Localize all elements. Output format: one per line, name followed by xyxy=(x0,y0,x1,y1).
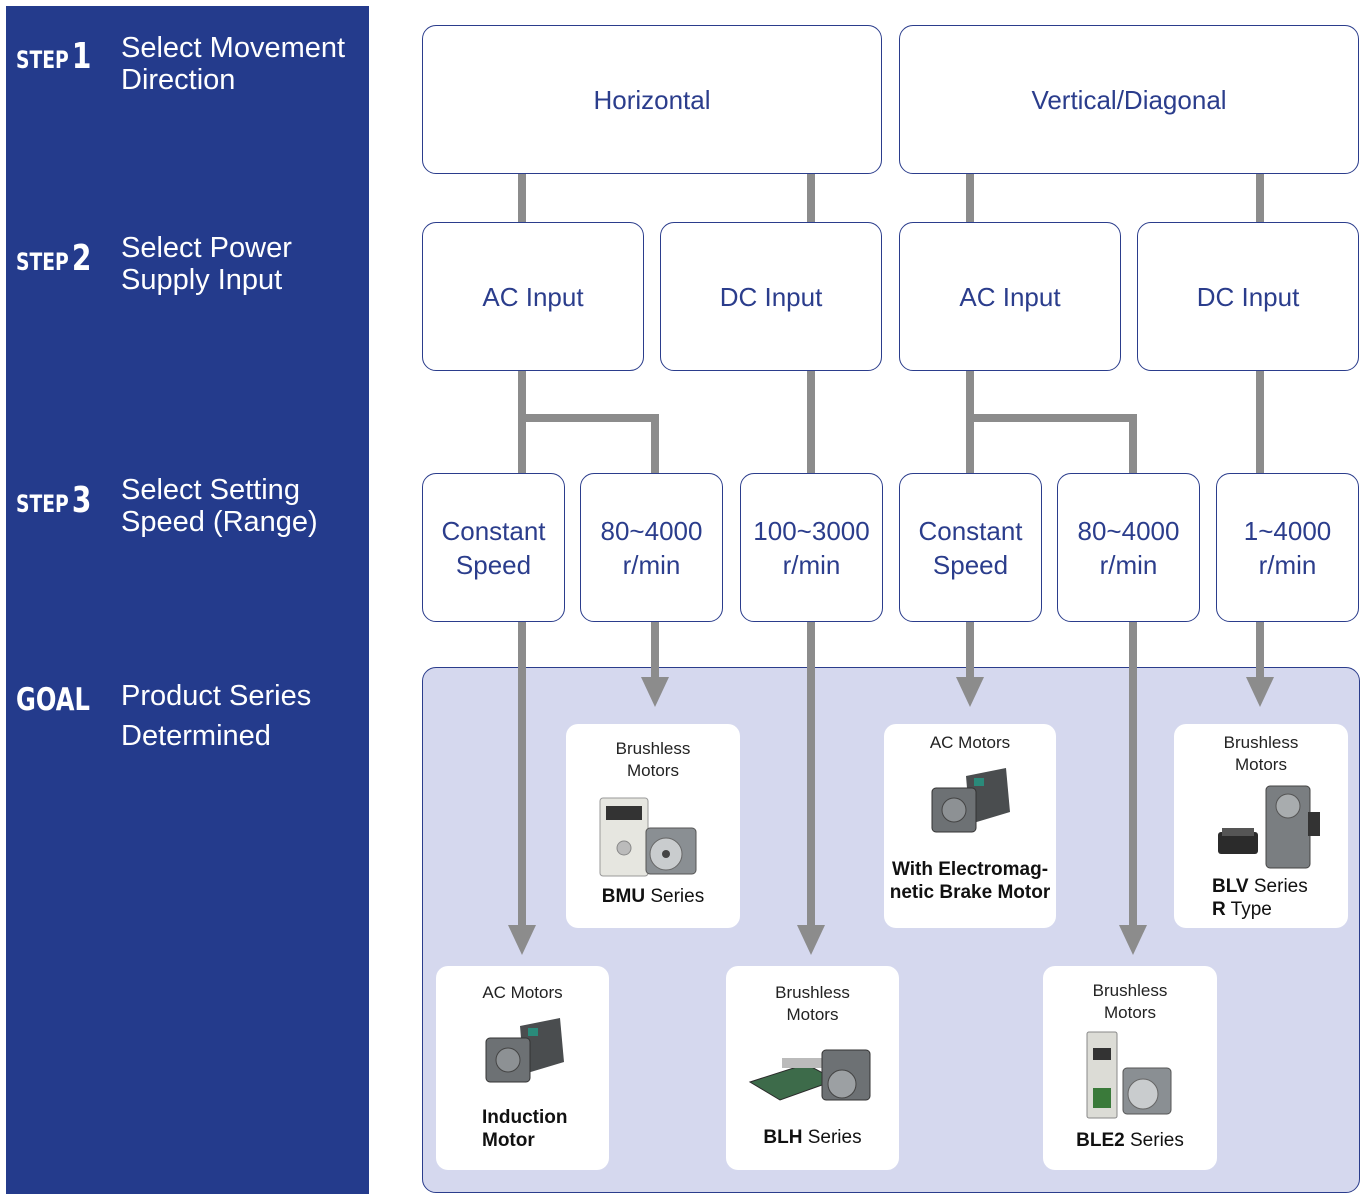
product-type-line-2: Motors xyxy=(786,1005,839,1024)
speed-line-2: r/min xyxy=(1099,549,1158,580)
ac-input-label: AC Input xyxy=(482,281,584,312)
step-sidebar xyxy=(6,6,369,1194)
product-type-line-2: Motors xyxy=(627,761,679,780)
product-type-line-1: Brushless xyxy=(615,739,691,758)
ac-motor-image xyxy=(485,1018,564,1083)
direction-vertical-label: Vertical/Diagonal xyxy=(1031,84,1227,115)
dc-input-label: DC Input xyxy=(719,281,823,312)
speed-line-2: r/min xyxy=(1258,549,1317,580)
step-3-text: Select Setting Speed (Range) xyxy=(121,474,318,538)
step-1-text: Select Movement Direction xyxy=(121,32,346,96)
dc-input-box-right: DC Input xyxy=(1137,222,1359,371)
ac-motor-image xyxy=(931,768,1010,833)
direction-horizontal-label: Horizontal xyxy=(593,84,711,115)
product-type-line-1: Brushless xyxy=(1092,981,1168,1000)
speed-line-1: 80~4000 xyxy=(1077,515,1180,546)
dc-input-box-left: DC Input xyxy=(660,222,882,371)
goal-tag: GOAL xyxy=(16,682,90,718)
speed-line-1: Constant xyxy=(918,515,1023,546)
ac-input-label: AC Input xyxy=(959,281,1061,312)
product-type-line-2: Motors xyxy=(1235,755,1287,774)
product-type-line-1: Brushless xyxy=(775,983,850,1002)
direction-vertical-box: Vertical/Diagonal xyxy=(899,25,1359,174)
dc-input-label: DC Input xyxy=(1196,281,1300,312)
product-type-line-2: Motors xyxy=(1104,1003,1156,1022)
product-type: AC Motors xyxy=(482,983,563,1002)
step-2-text: Select Power Supply Input xyxy=(121,232,292,296)
step-3-tag: STEP3 xyxy=(16,480,92,521)
product-type-line-1: Brushless xyxy=(1223,733,1299,752)
speed-line-2: r/min xyxy=(622,549,681,580)
speed-line-2: Speed xyxy=(455,549,532,580)
goal-text: Product Series Determined xyxy=(121,680,312,752)
brushless-motor-driver-image xyxy=(1086,1031,1172,1119)
product-type: AC Motors xyxy=(929,733,1011,752)
speed-line-1: 100~3000 xyxy=(753,515,870,546)
speed-line-1: 1~4000 xyxy=(1243,515,1332,546)
brushless-motor-driver-image xyxy=(599,797,697,877)
product-name: BLE2 Series xyxy=(1076,1130,1184,1151)
ac-input-box-right: AC Input xyxy=(899,222,1121,371)
product-card-brake-motor: AC Motors With Electromag-netic Brake Mo… xyxy=(884,724,1056,928)
speed-line-2: r/min xyxy=(782,549,841,580)
brushless-motor-board-image xyxy=(748,1049,871,1101)
product-name: BLH Series xyxy=(763,1127,862,1148)
product-name: With Electromag-netic Brake Motor xyxy=(889,859,1051,903)
direction-horizontal-box: Horizontal xyxy=(422,25,882,174)
ac-input-box-left: AC Input xyxy=(422,222,644,371)
product-name: BMU Series xyxy=(601,886,705,907)
speed-line-1: 80~4000 xyxy=(600,515,703,546)
step-1-tag: STEP1 xyxy=(16,36,92,77)
speed-line-2: Speed xyxy=(932,549,1009,580)
speed-line-1: Constant xyxy=(441,515,546,546)
brushless-gearmotor-image xyxy=(1218,785,1320,869)
step-2-tag: STEP2 xyxy=(16,238,92,279)
